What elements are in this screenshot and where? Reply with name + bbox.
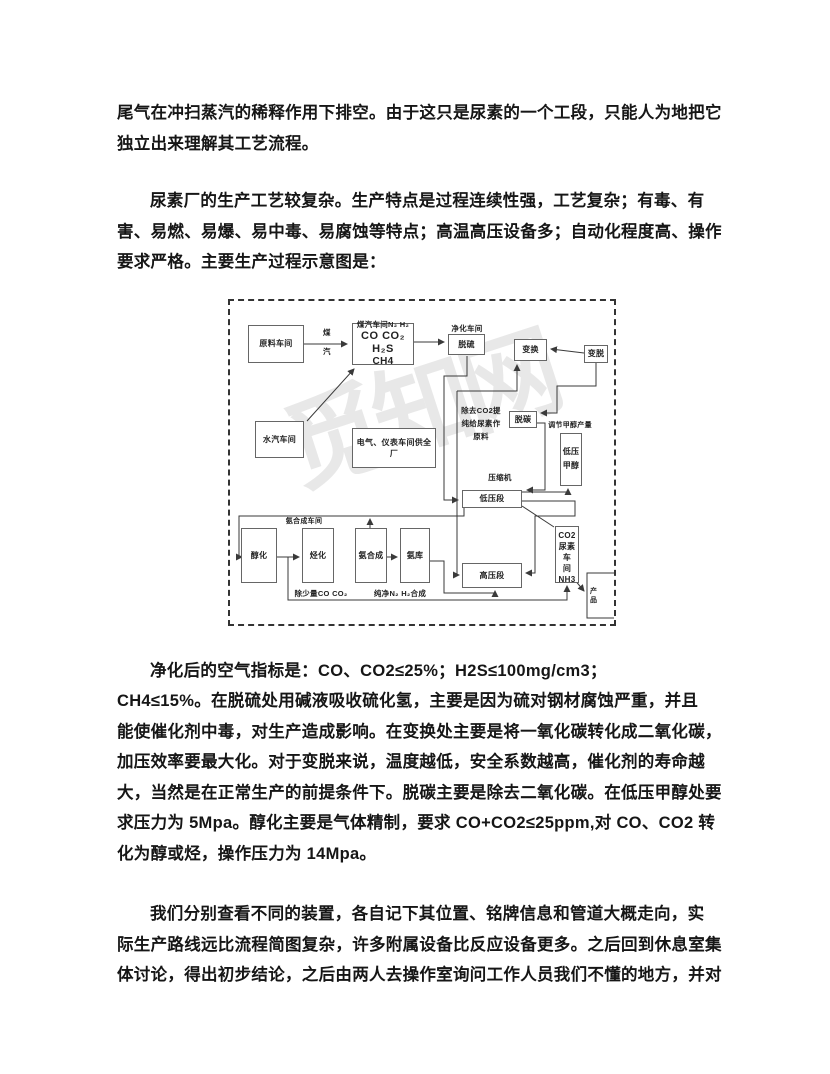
text-line: 害、易燃、易爆、易中毒、易腐蚀等特点；高温高压设备多；自动化程度高、操作 bbox=[117, 222, 722, 241]
box-desulfurization: 脱硫 bbox=[448, 333, 485, 355]
box-ammonia-synthesis: 氨合成 bbox=[355, 527, 387, 583]
urea-box-line2: 尿素车 bbox=[558, 541, 576, 562]
box-low-pressure-methanol: 低压 甲醇 bbox=[560, 432, 582, 486]
box-high-pressure-stage: 高压段 bbox=[462, 562, 522, 588]
label-remove-trace-co-co2: 除少量CO CO₂ bbox=[294, 588, 348, 598]
text-line: 独立出来理解其工艺流程。 bbox=[117, 134, 319, 153]
label-pure-n2-h2-synthesis: 纯净N₂ H₂合成 bbox=[373, 588, 427, 598]
text-line: 净化后的空气指标是：CO、CO2≤25%；H2S≤100mg/cm3； bbox=[150, 661, 607, 680]
text-line: CH4≤15%。在脱硫处用碱液吸收硫化氢，主要是因为硫对钢材腐蚀严重，并且 bbox=[117, 692, 699, 710]
box-co2-urea-workshop-nh3: CO2 尿素车 间NH3 bbox=[555, 525, 579, 584]
document-body: 尾气在冲扫蒸汽的稀释作用下排空。由于这只是尿素的一个工段，只能人为地把它 独立出… bbox=[117, 98, 722, 991]
coal-gas-line2: CO CO₂ H₂S bbox=[361, 329, 405, 355]
box-electric-instrument-workshop: 电气、仪表车间供全厂 bbox=[352, 427, 436, 468]
text-line: 尾气在冲扫蒸汽的稀释作用下排空。由于这只是尿素的一个工段，只能人为地把它 bbox=[117, 104, 722, 122]
label-remove-co2: 除去CO2提 纯给尿素作 原料 bbox=[461, 405, 501, 441]
box-coal-gas-workshop: 煤汽车间N₂ H₂ CO CO₂ H₂S CH4 bbox=[352, 319, 414, 367]
label-purification-workshop: 净化车间 bbox=[451, 323, 483, 333]
lp-methanol-line1: 低压 bbox=[562, 447, 580, 456]
text-line: 际生产路线远比流程简图复杂，许多附属设备比反应设备更多。之后回到休息室集 bbox=[117, 935, 722, 954]
label-adjust-methanol-output: 调节甲醇产量 bbox=[548, 421, 592, 429]
paragraph-3: 净化后的空气指标是：CO、CO2≤25%；H2S≤100mg/cm3； CH4≤… bbox=[117, 656, 722, 870]
urea-box-line3: 间NH3 bbox=[558, 563, 576, 584]
lp-methanol-line2: 甲醇 bbox=[562, 461, 580, 470]
coal-gas-line1: 煤汽车间N₂ H₂ bbox=[356, 319, 410, 329]
box-low-pressure-stage: 低压段 bbox=[462, 489, 522, 508]
text-line: 求压力为 5Mpa。醇化主要是气体精制，要求 CO+CO2≤25ppm,对 CO… bbox=[117, 814, 716, 832]
box-decarbonization: 脱碳 bbox=[509, 410, 537, 428]
text-line: 要求严格。主要生产过程示意图是： bbox=[117, 253, 386, 271]
box-hydrocarbonization: 烃化 bbox=[302, 527, 334, 583]
text-line: 尿素厂的生产工艺较复杂。生产特点是过程连续性强，工艺复杂；有毒、有 bbox=[150, 192, 705, 210]
text-line: 我们分别查看不同的装置，各自记下其位置、铭牌信息和管道大概走向，实 bbox=[150, 905, 705, 923]
box-shift-desulfurization: 变脱 bbox=[584, 344, 608, 363]
urea-box-line1: CO2 bbox=[558, 530, 576, 540]
label-coal: 煤 bbox=[323, 327, 331, 337]
box-steam-workshop: 水汽车间 bbox=[255, 420, 304, 458]
paragraph-4: 我们分别查看不同的装置，各自记下其位置、铭牌信息和管道大概走向，实 际生产路线远… bbox=[117, 899, 722, 991]
label-product: 产品 bbox=[590, 587, 598, 604]
coal-gas-line3: CH4 bbox=[372, 355, 394, 367]
paragraph-2: 尿素厂的生产工艺较复杂。生产特点是过程连续性强，工艺复杂；有毒、有 害、易燃、易… bbox=[117, 186, 722, 278]
flow-arrows bbox=[236, 338, 614, 618]
label-steam: 汽 bbox=[323, 346, 331, 356]
label-compressor: 压缩机 bbox=[488, 472, 512, 482]
text-line: 能使催化剂中毒，对生产造成影响。在变换处主要是将一氧化碳转化成二氧化碳， bbox=[117, 722, 722, 741]
text-line: 体讨论，得出初步结论，之后由两人去操作室询问工作人员我们不懂的地方，并对 bbox=[117, 966, 722, 984]
process-flow-diagram: 觅知网 bbox=[228, 298, 616, 626]
box-alcoholization: 醇化 bbox=[241, 527, 277, 583]
box-shift-conversion: 变换 bbox=[514, 338, 547, 361]
box-raw-material-workshop: 原料车间 bbox=[248, 324, 304, 363]
text-line: 化为醇或烃，操作压力为 14Mpa。 bbox=[117, 844, 377, 863]
text-line: 加压效率要最大化。对于变脱来说，温度越低，安全系数越高，催化剂的寿命越 bbox=[117, 753, 705, 771]
text-line: 大，当然是在正常生产的前提条件下。脱碳主要是除去二氧化碳。在低压甲醇处要 bbox=[117, 783, 722, 802]
paragraph-1: 尾气在冲扫蒸汽的稀释作用下排空。由于这只是尿素的一个工段，只能人为地把它 独立出… bbox=[117, 98, 722, 159]
label-ammonia-synthesis-workshop: 氨合成车间 bbox=[285, 517, 323, 525]
box-ammonia-storage: 氨库 bbox=[400, 527, 430, 583]
